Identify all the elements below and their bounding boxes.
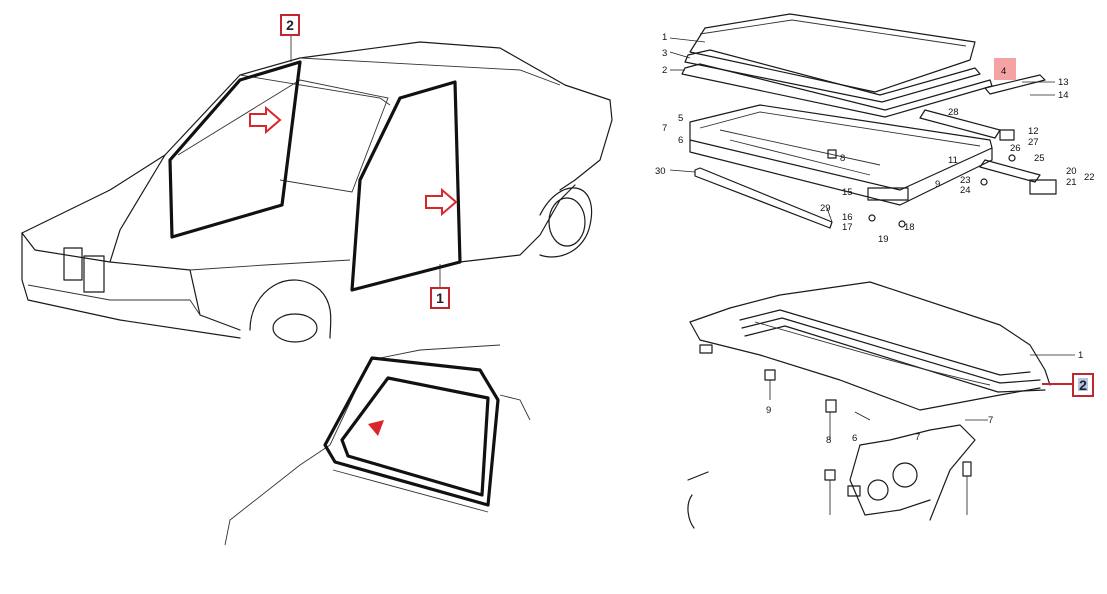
arrow-right-icon [249, 105, 282, 135]
part-number: 17 [842, 222, 853, 233]
part-number: 19 [878, 234, 889, 245]
door-seal [350, 80, 462, 292]
part-number: 4 [1001, 66, 1006, 77]
trunk-part-numbers: 1 7 7 6 9 8 [766, 350, 1083, 446]
part-number: 9 [935, 179, 940, 190]
sunroof-exploded-view [669, 13, 1057, 229]
part-number: 20 [1066, 166, 1077, 177]
part-number: 18 [904, 222, 915, 233]
callout-roof-seal: 2 [280, 14, 300, 36]
part-number: 16 [842, 212, 853, 223]
part-number: 29 [820, 203, 831, 214]
callout-label: 1 [436, 290, 444, 306]
part-number: 27 [1028, 137, 1039, 148]
part-number: 5 [678, 113, 683, 124]
part-number: 7 [662, 123, 667, 134]
callout-label: 2 [1079, 377, 1087, 393]
part-number: 30 [655, 166, 666, 177]
part-number: 2 [662, 65, 667, 76]
part-number: 21 [1066, 177, 1077, 188]
part-number: 12 [1028, 126, 1039, 137]
part-number: 1 [662, 32, 667, 43]
sunroof-part-numbers: 1 3 2 7 5 6 30 4 13 14 28 12 27 26 25 20… [655, 32, 1095, 245]
part-number: 15 [842, 187, 853, 198]
rear-window-illustration [224, 344, 531, 546]
part-number: 7 [988, 415, 993, 426]
part-number: 14 [1058, 90, 1069, 101]
part-number: 25 [1034, 153, 1045, 164]
windshield-seal [168, 60, 302, 239]
part-number: 9 [766, 405, 771, 416]
part-number: 3 [662, 48, 667, 59]
rear-window-seal [323, 356, 500, 507]
part-number: 11 [948, 155, 958, 166]
callout-trunk-seal: 2 [1072, 373, 1094, 397]
arrow-right-icon [425, 187, 458, 217]
part-number: 7 [915, 432, 920, 443]
trunk-lid-illustration [687, 281, 1075, 529]
callout-door-seal: 1 [430, 287, 450, 309]
car-side-illustration [21, 36, 613, 343]
pointer-arrow-icon [368, 420, 384, 436]
part-number: 28 [948, 107, 959, 118]
part-number: 8 [840, 153, 845, 164]
part-number: 8 [826, 435, 831, 446]
part-number: 24 [960, 185, 971, 196]
part-number: 1 [1078, 350, 1083, 361]
part-number: 6 [678, 135, 683, 146]
part-number: 22 [1084, 172, 1095, 183]
part-number: 13 [1058, 77, 1069, 88]
part-number: 26 [1010, 143, 1021, 154]
highlight-part-4 [994, 58, 1016, 80]
callout-label: 2 [286, 17, 294, 33]
part-number: 23 [960, 175, 971, 186]
part-number: 6 [852, 433, 857, 444]
